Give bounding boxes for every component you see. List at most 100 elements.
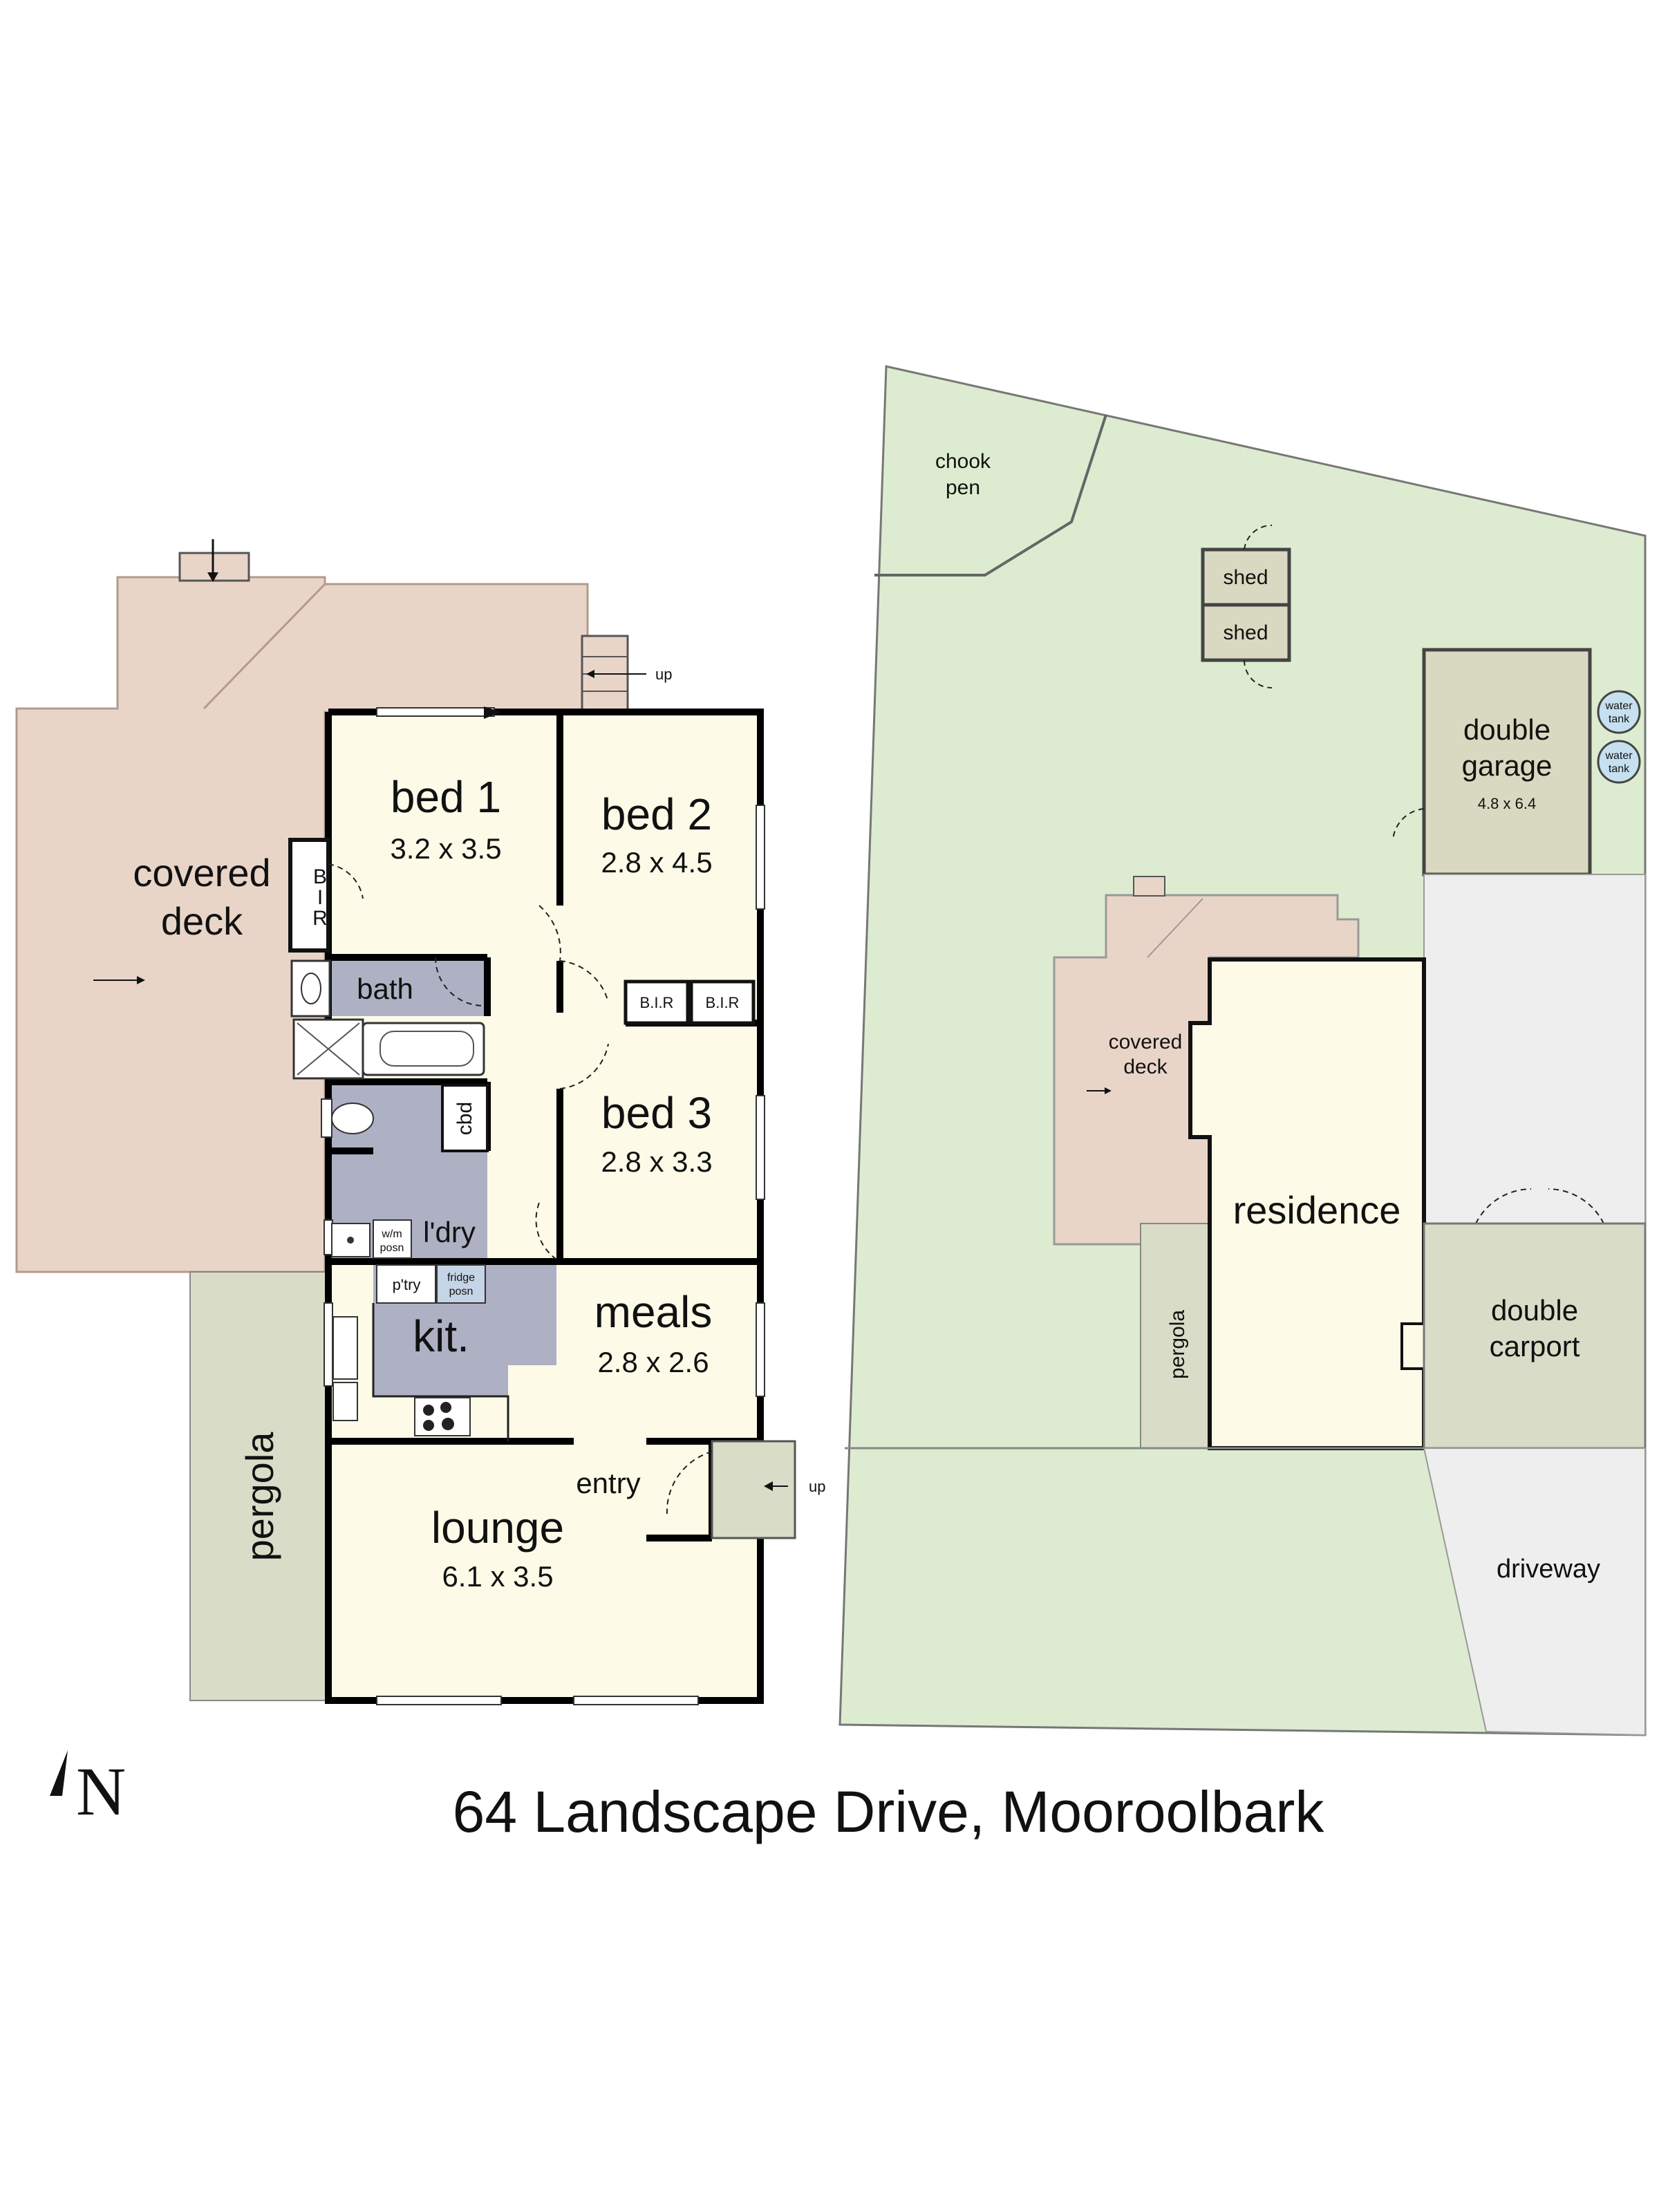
residence	[1188, 957, 1426, 1450]
window-lounge-2	[573, 1696, 699, 1705]
fridge-label-1: fridge	[447, 1272, 475, 1284]
garage	[1422, 648, 1592, 877]
bed1-name: bed 1	[391, 772, 501, 822]
burner-1	[423, 1405, 434, 1416]
water-tank-2	[1597, 740, 1641, 784]
bed2-name: bed 2	[601, 789, 712, 839]
residence-label: residence	[1233, 1188, 1401, 1232]
bir-bed2-label: B.I.R	[640, 994, 674, 1011]
lounge-dims: 6.1 x 3.5	[442, 1560, 553, 1593]
water-tank-1	[1597, 690, 1641, 734]
paved-area	[1423, 874, 1646, 1224]
fridge-label-2: posn	[449, 1286, 474, 1297]
gate-swing-2	[1548, 1188, 1604, 1224]
laundry-label: l'dry	[423, 1216, 476, 1248]
door-entry	[666, 1451, 713, 1515]
basin	[301, 973, 321, 1004]
north-compass: N	[50, 1750, 126, 1830]
site-deck-arrowhead	[1105, 1087, 1112, 1094]
bir-bed3	[689, 980, 756, 1025]
pergola	[189, 1271, 329, 1701]
window-bed3	[756, 1095, 765, 1200]
window-meals	[756, 1302, 765, 1397]
site-pergola-label: pergola	[1166, 1310, 1189, 1379]
chimney-arrowhead	[207, 572, 218, 582]
north-label: N	[76, 1753, 126, 1830]
site-deck-hip	[1147, 898, 1203, 958]
door-bed3	[559, 1043, 609, 1089]
bir-bed1-r: R	[312, 907, 328, 930]
burner-2	[440, 1402, 451, 1413]
bed1-dims: 3.2 x 3.5	[390, 832, 501, 865]
meals-dims: 2.8 x 2.6	[597, 1346, 709, 1378]
up-label-porch: up	[809, 1478, 825, 1495]
covered-deck-label: covered	[133, 851, 270, 894]
door-bed2	[559, 960, 609, 1003]
garage-door-swing	[1392, 808, 1425, 841]
water-tank-2-a: water	[1604, 750, 1633, 762]
driveway-label: driveway	[1497, 1555, 1600, 1584]
shed-2-label: shed	[1223, 621, 1268, 644]
bir-bed1	[288, 838, 330, 953]
trough-drain	[347, 1237, 354, 1244]
shed-1-door	[1244, 524, 1273, 550]
burner-4	[442, 1418, 454, 1430]
water-tank-2-b: tank	[1609, 763, 1630, 775]
bath-label: bath	[357, 973, 413, 1005]
house-plan: up covered deck pergola	[15, 539, 825, 1705]
address-title: 64 Landscape Drive, Mooroolbark	[453, 1779, 1325, 1844]
site-deck-label-1: covered	[1109, 1031, 1183, 1053]
up-label-rear: up	[655, 666, 672, 683]
dishwasher	[332, 1382, 358, 1421]
covered-deck-label-2: deck	[161, 899, 243, 943]
chook-pen-fence	[874, 414, 1107, 577]
bir-bed1-b: B	[313, 865, 327, 888]
shower-x2	[297, 1022, 360, 1076]
window-bed1	[376, 707, 495, 717]
toilet-bowl	[331, 1103, 374, 1134]
shed-2-door	[1244, 659, 1273, 688]
chook-pen-label-1: chook	[935, 450, 991, 473]
site-chimney	[1133, 876, 1165, 897]
garage-name-1: double	[1463, 713, 1550, 746]
deck-arrowhead	[137, 976, 145, 984]
bir-bed1-i: I	[317, 886, 323, 909]
sink	[332, 1316, 358, 1380]
cupboard	[441, 1084, 489, 1152]
bath-area	[328, 961, 487, 1016]
kitchen-label: kit.	[413, 1311, 469, 1361]
carport-label-2: carport	[1490, 1330, 1580, 1362]
window-bed2	[756, 805, 765, 910]
pantry	[376, 1264, 436, 1304]
bathtub-inner	[379, 1031, 474, 1067]
pergola-label: pergola	[238, 1432, 281, 1562]
door-laundry	[535, 1202, 561, 1262]
wm-label-1: w/m	[381, 1228, 402, 1240]
burner-3	[423, 1420, 434, 1431]
entry-porch	[711, 1440, 796, 1539]
north-arrow-icon	[50, 1750, 68, 1796]
shed-1	[1201, 547, 1291, 607]
deck-hip-line	[203, 583, 326, 710]
shed-1-label: shed	[1223, 566, 1268, 589]
carport-label-1: double	[1491, 1294, 1578, 1327]
water-tank-1-b: tank	[1609, 713, 1630, 725]
shed-2	[1201, 603, 1291, 662]
garage-dims: 4.8 x 6.4	[1478, 795, 1536, 812]
door-bed1	[538, 905, 561, 962]
bir-bed2	[624, 980, 690, 1025]
site-plan: chook pen shed shed double garage 4.8 x …	[838, 365, 1647, 1736]
pantry-label: p'try	[393, 1276, 421, 1293]
window-lounge-1	[376, 1696, 502, 1705]
cupboard-label: cbd	[453, 1102, 476, 1135]
fridge	[436, 1264, 486, 1304]
bed1-window-arrow	[484, 706, 501, 719]
meals-name: meals	[594, 1287, 713, 1337]
chook-pen-label-2: pen	[946, 476, 980, 499]
window-kitchen	[324, 1302, 333, 1387]
up-arrowhead	[586, 670, 594, 678]
gate-swing-1	[1475, 1188, 1532, 1224]
kitchen-bench	[372, 1303, 509, 1441]
entry-label: entry	[576, 1467, 640, 1499]
